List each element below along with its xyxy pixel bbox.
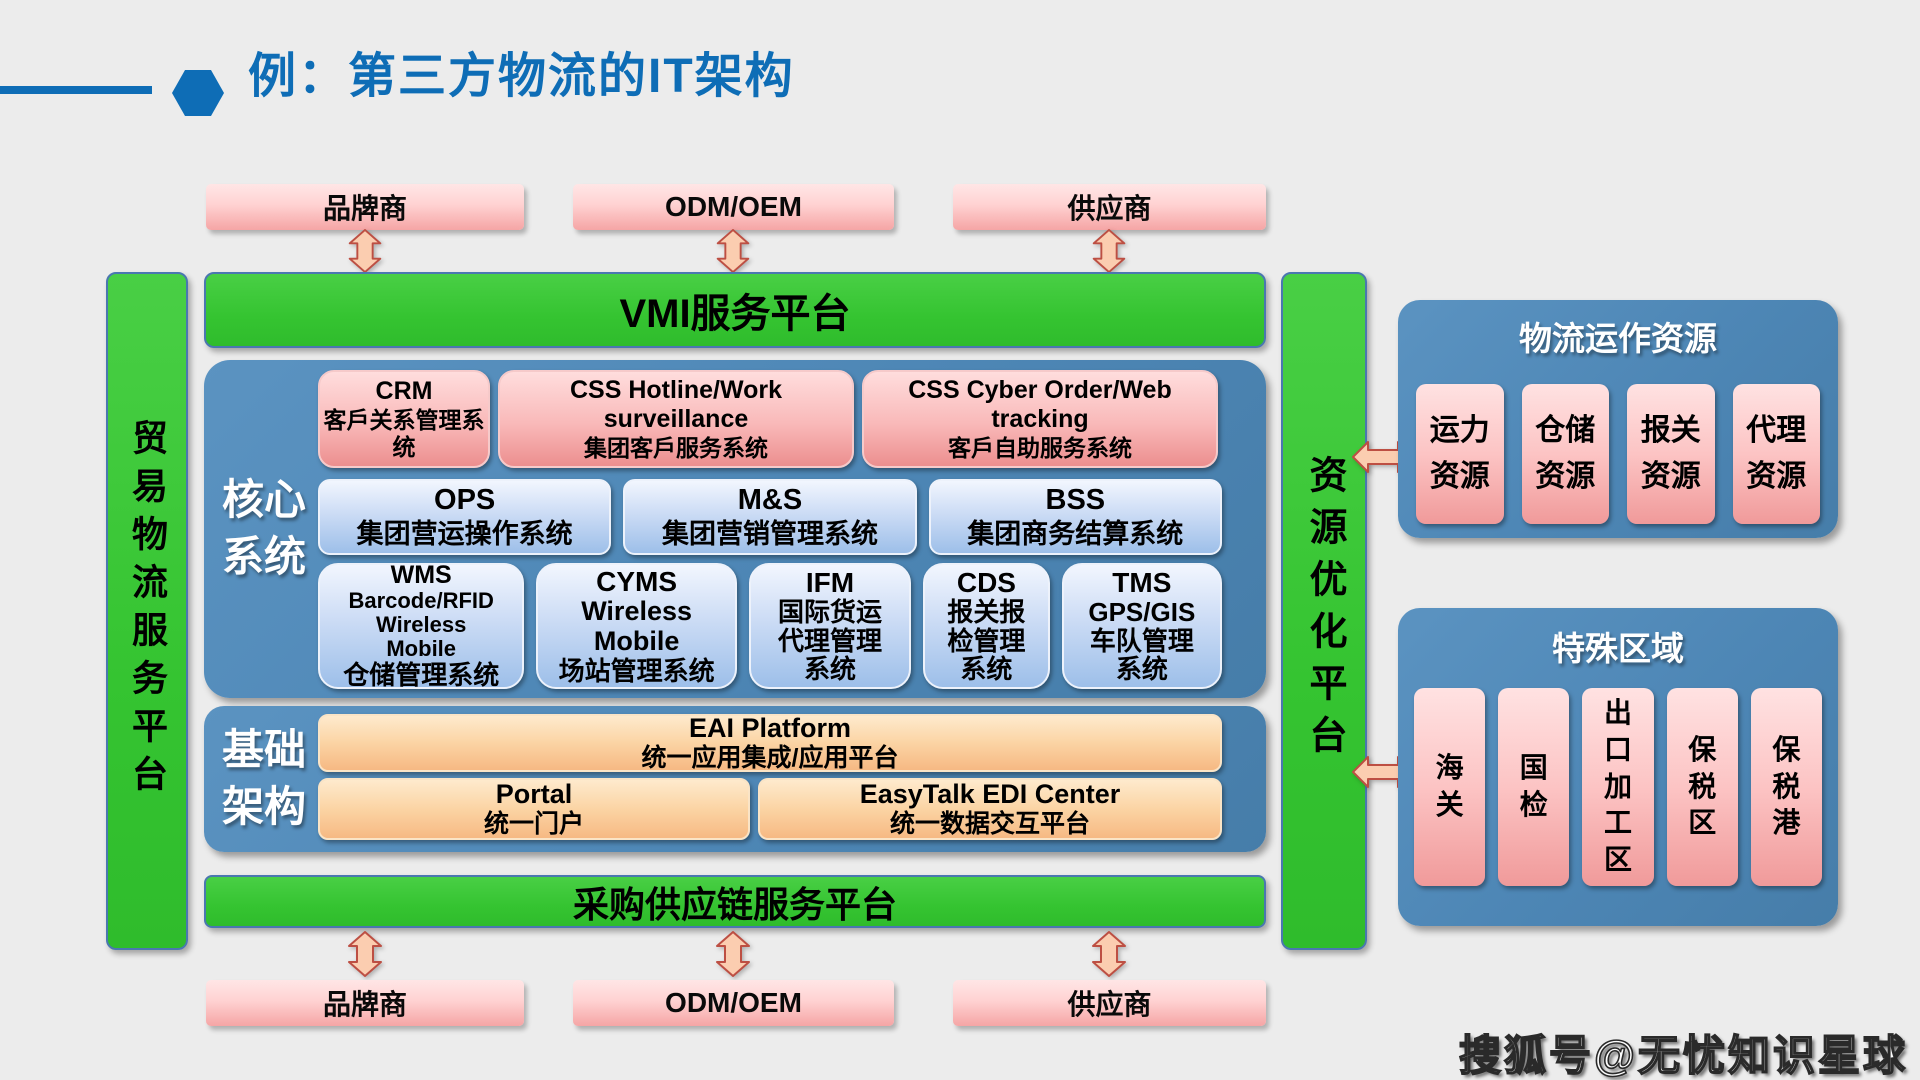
core-box-bss: BSS 集团商务结算系统 bbox=[928, 479, 1222, 555]
partner-label: 供应商 bbox=[1067, 989, 1152, 1020]
box-subtitle: 国际货运代理管理系统 bbox=[778, 597, 883, 685]
partner-label: 品牌商 bbox=[322, 989, 407, 1020]
core-box-css-cyber-order: CSS Cyber Order/Web tracking 客戶自助服务系统 bbox=[862, 370, 1218, 468]
box-subtitle: 仓储管理系统 bbox=[343, 660, 500, 691]
page-title: 例：第三方物流的IT架构 bbox=[248, 50, 795, 103]
box-title: CSS Cyber Order/Web tracking bbox=[908, 375, 1172, 434]
box-title: CYMS bbox=[596, 565, 678, 597]
core-systems-label: 核心系统 bbox=[221, 476, 306, 580]
updown-arrow-icon bbox=[1091, 931, 1127, 977]
box-title: M&S bbox=[737, 484, 803, 516]
partner-label: ODM/OEM bbox=[665, 191, 802, 222]
core-box-cyms: CYMS Wireless Mobile 场站管理系统 bbox=[536, 563, 737, 689]
core-box-ops: OPS 集团营运操作系统 bbox=[318, 479, 612, 555]
partner-label: 品牌商 bbox=[322, 193, 407, 224]
resource-box-warehouse: 仓储资源 bbox=[1521, 384, 1609, 524]
logistics-resources-row: 运力资源 仓储资源 报关资源 代理资源 bbox=[1416, 384, 1820, 524]
procurement-platform-bar: 采购供应链服务平台 bbox=[204, 875, 1266, 928]
box-subtitle: 统一应用集成/应用平台 bbox=[641, 744, 899, 773]
title-rule bbox=[0, 86, 152, 94]
box-subtitle: 集团商务结算系统 bbox=[967, 519, 1184, 550]
infra-box-edi-center: EasyTalk EDI Center 统一数据交互平台 bbox=[758, 778, 1222, 840]
box-title: BSS bbox=[1045, 484, 1106, 516]
box-title: IFM bbox=[805, 566, 855, 598]
special-zones-panel: 特殊区域 海关 国检 出口加工区 保税区 保税港 bbox=[1398, 608, 1838, 926]
box-title: CSS Hotline/Work surveillance bbox=[569, 375, 783, 434]
partner-box-bottom-odm-oem: ODM/OEM bbox=[573, 980, 894, 1026]
box-subtitle: 客戶关系管理系统 bbox=[323, 406, 485, 460]
infra-box-portal: Portal 统一门户 bbox=[318, 778, 750, 840]
core-systems-panel: 核心系统 CRM 客戶关系管理系统 CSS Hotline/Work surve… bbox=[204, 360, 1266, 698]
infrastructure-panel: 基础架构 EAI Platform 统一应用集成/应用平台 Portal 统一门… bbox=[204, 706, 1266, 852]
box-title: WMS bbox=[390, 560, 452, 589]
box-tech: Barcode/RFID Wireless Mobile bbox=[348, 587, 494, 662]
box-title: TMS bbox=[1112, 566, 1172, 598]
updown-arrow-icon bbox=[347, 229, 383, 273]
box-title: Portal bbox=[495, 779, 573, 810]
core-box-css-hotline: CSS Hotline/Work surveillance 集团客戶服务系统 bbox=[498, 370, 854, 468]
zone-box-bonded-port: 保税港 bbox=[1750, 688, 1823, 886]
zone-box-bonded-zone: 保税区 bbox=[1666, 688, 1738, 886]
vmi-platform-bar: VMI服务平台 bbox=[204, 272, 1266, 348]
infra-box-eai: EAI Platform 统一应用集成/应用平台 bbox=[318, 713, 1222, 773]
box-subtitle: 车队管理系统 bbox=[1089, 625, 1194, 685]
updown-arrow-icon bbox=[715, 229, 751, 273]
hexagon-bullet-icon bbox=[172, 70, 224, 116]
box-subtitle: 客戶自助服务系统 bbox=[948, 434, 1132, 461]
box-subtitle: 场站管理系统 bbox=[558, 655, 715, 686]
core-row-3: WMS Barcode/RFID Wireless Mobile 仓储管理系统 … bbox=[318, 560, 1223, 691]
box-title: EAI Platform bbox=[688, 713, 852, 744]
box-tech: GPS/GIS bbox=[1088, 597, 1196, 628]
partner-box-bottom-supplier: 供应商 bbox=[953, 980, 1266, 1026]
right-platform-label: 资源优化平台 bbox=[1303, 455, 1345, 767]
zone-box-inspection: 国检 bbox=[1498, 688, 1570, 886]
box-subtitle: 集团客戶服务系统 bbox=[584, 434, 768, 461]
vmi-platform-label: VMI服务平台 bbox=[619, 292, 851, 336]
procurement-platform-label: 采购供应链服务平台 bbox=[572, 883, 897, 925]
partner-box-top-odm-oem: ODM/OEM bbox=[573, 184, 894, 230]
watermark: 搜狐号@无忧知识星球 bbox=[1458, 1031, 1908, 1080]
core-box-ifm: IFM 国际货运代理管理系统 bbox=[748, 563, 912, 689]
updown-arrow-icon bbox=[347, 931, 383, 977]
box-subtitle: 报关报检管理系统 bbox=[947, 597, 1026, 685]
box-title: CRM bbox=[375, 377, 433, 406]
resource-box-transport: 运力资源 bbox=[1416, 384, 1504, 524]
box-subtitle: 集团营运操作系统 bbox=[356, 519, 573, 550]
core-box-tms: TMS GPS/GIS 车队管理系统 bbox=[1061, 563, 1223, 689]
box-subtitle: 统一门户 bbox=[483, 810, 584, 839]
logistics-resources-title: 物流运作资源 bbox=[1519, 320, 1717, 357]
left-platform-label: 贸易物流服务平台 bbox=[127, 419, 168, 803]
partner-box-bottom-brand: 品牌商 bbox=[206, 980, 524, 1026]
box-title: OPS bbox=[434, 484, 496, 516]
core-box-wms: WMS Barcode/RFID Wireless Mobile 仓储管理系统 bbox=[318, 560, 525, 691]
right-platform-bar: 资源优化平台 bbox=[1281, 272, 1367, 950]
core-box-ms: M&S 集团营销管理系统 bbox=[623, 479, 917, 555]
zone-box-customs: 海关 bbox=[1414, 688, 1486, 886]
left-platform-bar: 贸易物流服务平台 bbox=[106, 272, 188, 950]
box-title: EasyTalk EDI Center bbox=[859, 779, 1121, 810]
logistics-resources-panel: 物流运作资源 运力资源 仓储资源 报关资源 代理资源 bbox=[1398, 300, 1838, 538]
zone-box-export-processing: 出口加工区 bbox=[1582, 688, 1654, 886]
core-box-cds: CDS 报关报检管理系统 bbox=[923, 563, 1050, 689]
partner-label: ODM/OEM bbox=[665, 987, 802, 1018]
box-subtitle: 统一数据交互平台 bbox=[889, 810, 1090, 839]
core-row-1: CRM 客戶关系管理系统 CSS Hotline/Work surveillan… bbox=[318, 370, 1222, 468]
box-tech: Wireless Mobile bbox=[581, 596, 693, 656]
updown-arrow-icon bbox=[1091, 229, 1127, 273]
special-zones-row: 海关 国检 出口加工区 保税区 保税港 bbox=[1414, 688, 1823, 886]
resource-box-agency: 代理资源 bbox=[1732, 384, 1820, 524]
box-title: CDS bbox=[956, 566, 1016, 598]
updown-arrow-icon bbox=[715, 931, 751, 977]
special-zones-title: 特殊区域 bbox=[1552, 630, 1684, 667]
resource-box-customs-declaration: 报关资源 bbox=[1627, 384, 1715, 524]
partner-box-top-supplier: 供应商 bbox=[953, 184, 1266, 230]
partner-box-top-brand: 品牌商 bbox=[206, 184, 524, 230]
core-box-crm: CRM 客戶关系管理系统 bbox=[318, 370, 490, 468]
core-row-2: OPS 集团营运操作系统 M&S 集团营销管理系统 BSS 集团商务结算系统 bbox=[318, 479, 1222, 555]
infrastructure-label: 基础架构 bbox=[221, 726, 306, 830]
box-subtitle: 集团营销管理系统 bbox=[661, 519, 878, 550]
partner-label: 供应商 bbox=[1067, 193, 1152, 224]
